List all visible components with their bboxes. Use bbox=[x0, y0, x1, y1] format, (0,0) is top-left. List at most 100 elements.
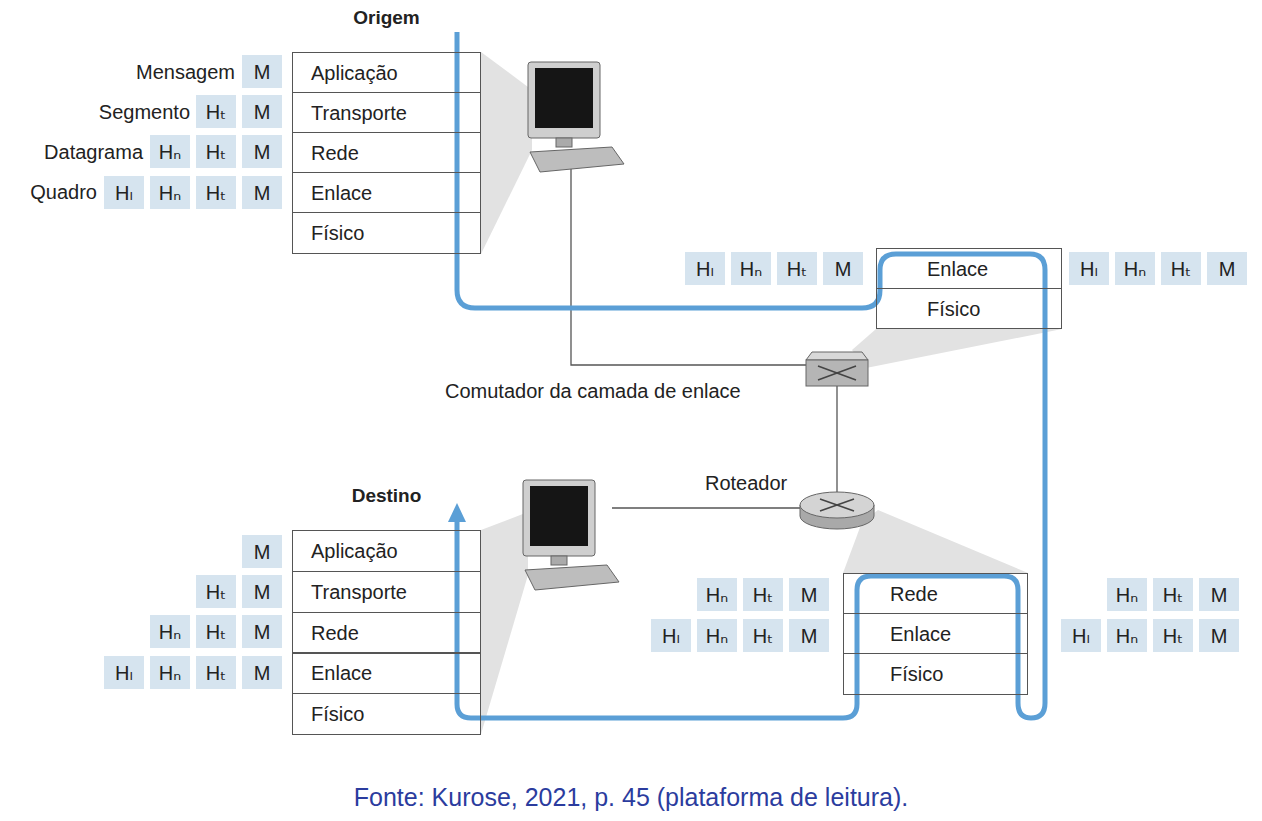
wire bbox=[612, 507, 800, 508]
switch-body bbox=[806, 360, 868, 386]
switch-top bbox=[806, 352, 868, 360]
header-cell: M bbox=[1207, 252, 1247, 285]
router-top bbox=[800, 492, 874, 518]
layer-box: Aplicação bbox=[292, 52, 481, 93]
header-cell: Hₙ bbox=[150, 656, 190, 689]
layer-box: Rede bbox=[843, 573, 1028, 614]
header-text: Hₜ bbox=[206, 182, 226, 204]
header-text: Hₗ bbox=[1072, 625, 1090, 647]
header-text: M bbox=[254, 621, 271, 643]
pdu-name: Quadro bbox=[30, 181, 97, 203]
header-text: Hₜ bbox=[1163, 584, 1183, 606]
layer-name: Enlace bbox=[311, 662, 372, 684]
data-path bbox=[457, 32, 1045, 718]
header-text: M bbox=[254, 662, 271, 684]
header-text: Hₙ bbox=[1116, 584, 1138, 606]
header-cell: M bbox=[242, 135, 282, 168]
header-text: Hₙ bbox=[159, 141, 181, 163]
header-text: Hₗ bbox=[696, 258, 714, 280]
header-cell: Hₜ bbox=[196, 615, 236, 648]
header-text: M bbox=[254, 541, 271, 563]
header-cell: Hₜ bbox=[1153, 619, 1193, 652]
layer-name: Físico bbox=[311, 222, 364, 244]
layer-box: Enlace bbox=[843, 613, 1028, 654]
header-text: M bbox=[254, 61, 271, 83]
header-text: Hₙ bbox=[159, 182, 181, 204]
device-name: Comutador da camada de enlace bbox=[445, 380, 741, 402]
header-cell: Hₜ bbox=[1161, 252, 1201, 285]
header-text: Hₜ bbox=[787, 258, 807, 280]
header-cell: Hₜ bbox=[743, 619, 783, 652]
header-cell: M bbox=[242, 95, 282, 128]
wires bbox=[571, 168, 837, 508]
header-text: M bbox=[254, 101, 271, 123]
header-cell: Hₗ bbox=[685, 252, 725, 285]
computer-destination bbox=[523, 480, 619, 590]
header-cell: Hₙ bbox=[150, 176, 190, 209]
wire bbox=[836, 386, 837, 492]
header-text: Hₜ bbox=[206, 581, 226, 603]
header-text: Hₙ bbox=[159, 621, 181, 643]
caption: Fonte: Kurose, 2021, p. 45 (plataforma d… bbox=[0, 783, 1262, 812]
header-text: Hₗ bbox=[662, 625, 680, 647]
switch-arrows bbox=[818, 366, 856, 380]
header-cell: M bbox=[789, 578, 829, 611]
layer-name: Aplicação bbox=[311, 62, 398, 84]
layer-box: Físico bbox=[292, 212, 481, 254]
layer-box: Enlace bbox=[876, 248, 1062, 289]
stand bbox=[556, 138, 572, 147]
header-text: M bbox=[1211, 625, 1228, 647]
header-text: Hₜ bbox=[206, 621, 226, 643]
header-cell: M bbox=[1199, 578, 1239, 611]
layer-name: Enlace bbox=[927, 258, 988, 280]
stand bbox=[551, 556, 567, 565]
device-name: Roteador bbox=[705, 472, 787, 494]
router-symbol bbox=[800, 492, 874, 529]
layer-box: Rede bbox=[292, 132, 481, 173]
header-cell: Hₜ bbox=[1153, 578, 1193, 611]
header-text: Hₜ bbox=[753, 625, 773, 647]
header-cell: Hₜ bbox=[196, 135, 236, 168]
screen bbox=[535, 68, 593, 128]
header-cell: Hₜ bbox=[743, 578, 783, 611]
header-cell: Hₗ bbox=[1061, 619, 1101, 652]
header-cell: Hₜ bbox=[196, 575, 236, 608]
header-cell: Hₗ bbox=[651, 619, 691, 652]
layer-name: Enlace bbox=[890, 623, 951, 645]
header-text: Hₙ bbox=[1116, 625, 1138, 647]
keyboard bbox=[530, 147, 624, 172]
header-cell: M bbox=[1199, 619, 1239, 652]
zoom-wedge bbox=[852, 329, 1062, 368]
layer-name: Físico bbox=[927, 298, 980, 320]
layer-box: Transporte bbox=[292, 92, 481, 133]
header-text: Hₜ bbox=[1171, 258, 1191, 280]
header-text: Hₗ bbox=[115, 182, 133, 204]
header-text: Hₜ bbox=[206, 101, 226, 123]
header-text: Hₙ bbox=[706, 625, 728, 647]
header-cell: Hₙ bbox=[150, 615, 190, 648]
layer-name: Aplicação bbox=[311, 540, 398, 562]
header-text: Hₗ bbox=[1080, 258, 1098, 280]
data-path-arrowhead bbox=[448, 503, 466, 522]
layer-box: Físico bbox=[292, 693, 481, 735]
header-text: M bbox=[801, 625, 818, 647]
header-cell: M bbox=[242, 615, 282, 648]
layer-box: Enlace bbox=[292, 652, 481, 694]
header-cell: Hₙ bbox=[731, 252, 771, 285]
header-text: M bbox=[1219, 258, 1236, 280]
header-cell: Hₜ bbox=[196, 656, 236, 689]
header-text: M bbox=[254, 581, 271, 603]
layer-name: Físico bbox=[890, 663, 943, 685]
layer-name: Rede bbox=[311, 142, 359, 164]
header-cell: Hₙ bbox=[1107, 619, 1147, 652]
header-cell: Hₙ bbox=[697, 619, 737, 652]
stack-heading: Destino bbox=[292, 486, 481, 507]
header-text: Hₗ bbox=[115, 662, 133, 684]
layer-box: Físico bbox=[843, 653, 1028, 695]
header-cell: Hₙ bbox=[150, 135, 190, 168]
header-text: Hₙ bbox=[706, 584, 728, 606]
protocol-stack: OrigemAplicaçãoTransporteRedeEnlaceFísic… bbox=[292, 8, 481, 254]
zoom-wedge bbox=[481, 512, 528, 734]
